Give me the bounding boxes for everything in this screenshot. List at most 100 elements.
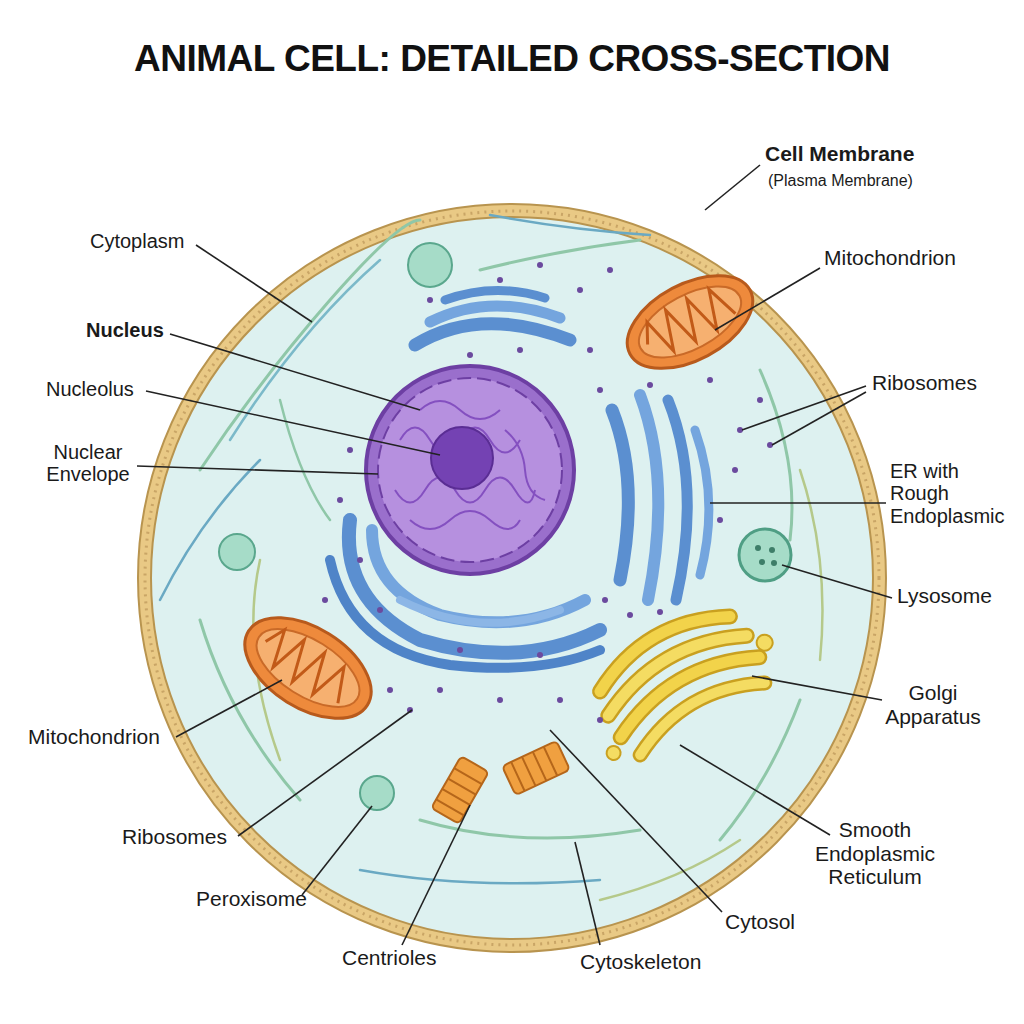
lysosome [739, 529, 791, 581]
cytoskeleton [160, 460, 260, 600]
diagram-title: ANIMAL CELL: DETAILED CROSS-SECTION [0, 38, 1024, 80]
leader-line [680, 745, 830, 835]
part-label: Ribosomes [122, 825, 272, 849]
cytoskeleton [280, 400, 330, 520]
ribosome [597, 717, 603, 723]
ribosome [627, 612, 633, 618]
ribosome [717, 517, 723, 523]
leader-line [302, 806, 372, 895]
rough-er [330, 560, 600, 668]
lysosome [769, 547, 775, 553]
part-label: Mitochondrion [824, 246, 1004, 270]
ribosome [457, 647, 463, 653]
leader-line [137, 165, 892, 945]
leader-line [170, 334, 420, 410]
mitochondrion [637, 282, 738, 362]
ribosome [322, 262, 773, 723]
cell-membrane [151, 217, 873, 939]
lysosome [755, 545, 761, 551]
ribosome [357, 557, 363, 563]
ribosome [467, 352, 473, 358]
ribosome [517, 347, 523, 353]
leader-line [742, 386, 866, 430]
nucleus [366, 366, 574, 574]
rough-er [430, 306, 560, 322]
ribosome [347, 447, 353, 453]
cytoskeleton [360, 870, 600, 883]
ribosome [707, 377, 713, 383]
part-label: Mitochondrion [28, 725, 208, 749]
golgi-apparatus [568, 587, 790, 770]
part-label: Nucleus [86, 319, 206, 341]
part-label: Centrioles [342, 946, 482, 970]
golgi-apparatus [604, 743, 623, 762]
rough-er [612, 410, 628, 580]
part-label: Nuclear Envelope [36, 441, 140, 486]
part-label: Golgi Apparatus [878, 681, 988, 728]
ribosome [377, 607, 383, 613]
cytoskeleton [600, 840, 740, 900]
leader-line [705, 165, 760, 210]
ribosome [602, 597, 608, 603]
cytoskeleton [480, 240, 640, 270]
part-label: Cytoplasm [90, 230, 230, 252]
leader-line [176, 680, 282, 737]
cell-membrane [138, 204, 886, 952]
golgi-apparatus [631, 667, 765, 755]
ribosome [437, 687, 443, 693]
part-label: Nucleolus [46, 378, 166, 400]
part-label: (Plasma Membrane) [768, 172, 968, 190]
mitochondrion [628, 272, 752, 372]
cell-membrane [138, 204, 886, 952]
centriole [431, 756, 489, 824]
nucleus [431, 427, 493, 489]
ribosome [757, 397, 763, 403]
leader-line [710, 502, 886, 504]
ribosome [607, 267, 613, 273]
ribosome [597, 387, 603, 393]
cytoskeleton [490, 215, 650, 235]
ribosome [497, 277, 503, 283]
leader-line [575, 842, 600, 945]
cytoskeleton [800, 470, 823, 660]
peroxisome [219, 534, 255, 570]
centriole [511, 747, 557, 791]
part-label: Cytosol [725, 910, 845, 934]
rough-er [640, 395, 658, 600]
rough-er [415, 324, 570, 345]
mitochondrion [227, 597, 388, 739]
lysosome [739, 529, 791, 581]
part-label: Cytoskeleton [580, 950, 740, 974]
rough-er [668, 400, 687, 600]
ribosome [497, 697, 503, 703]
rough-er [330, 290, 709, 667]
part-label: Lysosome [897, 584, 1022, 608]
ribosome [537, 262, 543, 268]
ribosome [427, 297, 433, 303]
leader-line [715, 268, 820, 330]
leader-line [137, 466, 378, 474]
part-label: Ribosomes [872, 371, 1022, 395]
ribosome [577, 287, 583, 293]
part-label: Smooth Endoplasmic Reticulum [805, 818, 945, 889]
mitochondrion [612, 257, 768, 388]
golgi-apparatus [631, 667, 765, 755]
golgi-apparatus [754, 632, 776, 654]
nucleus [395, 401, 545, 529]
peroxisome [360, 776, 394, 810]
part-label: Peroxisome [196, 887, 346, 911]
ribosome [647, 382, 653, 388]
leader-line [402, 805, 470, 945]
cytoskeleton [420, 820, 640, 838]
leader-line [146, 391, 440, 455]
ribosome [322, 597, 328, 603]
ribosome [387, 687, 393, 693]
ribosome [537, 652, 543, 658]
centriole [431, 756, 489, 824]
ribosome [557, 697, 563, 703]
mitochondrion [244, 614, 372, 723]
rough-er [400, 600, 560, 623]
ribosome [587, 347, 593, 353]
centriole [436, 768, 482, 815]
ribosome [732, 467, 738, 473]
